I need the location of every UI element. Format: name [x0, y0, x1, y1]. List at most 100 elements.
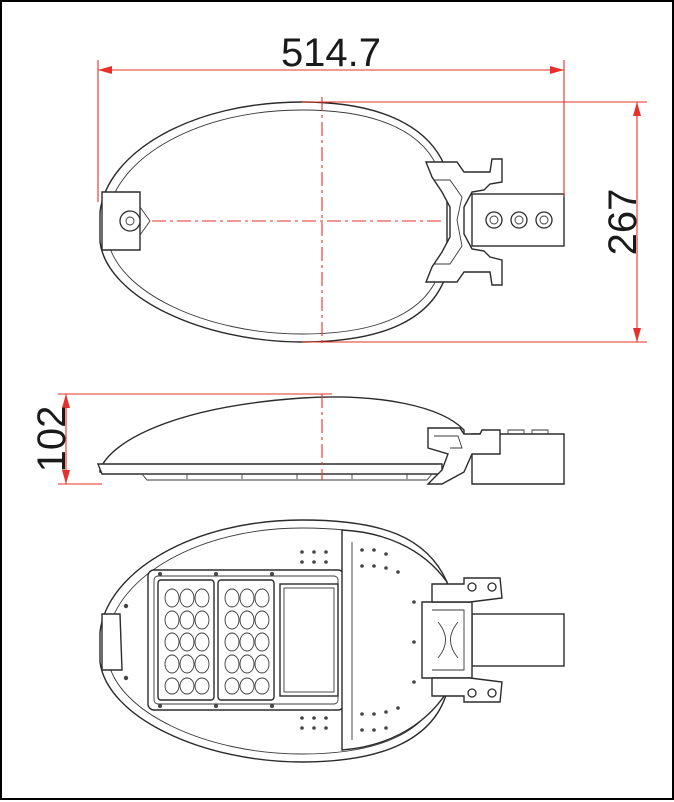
- led-lens: [239, 610, 255, 630]
- led-lens: [164, 588, 180, 608]
- bottom-view-clamp-lug-bottom: [431, 677, 503, 703]
- vent-dot: [312, 716, 316, 720]
- width-value: 267: [601, 189, 645, 256]
- dimension-width: 267: [302, 101, 647, 343]
- led-lens: [194, 588, 210, 608]
- module-screw-dot: [158, 704, 162, 708]
- vent-dot: [312, 726, 316, 730]
- led-lens: [194, 677, 210, 695]
- led-lens: [179, 610, 195, 630]
- top-view-bolt-hole: [535, 211, 553, 229]
- led-lens: [239, 632, 255, 652]
- vent-dot: [300, 560, 304, 564]
- driver-compartment-inner: [283, 587, 335, 693]
- module-screw-dot: [270, 572, 274, 576]
- top-view-bolt-hole: [485, 211, 503, 229]
- top-view-body-outline: [99, 101, 448, 343]
- vent-dot: [300, 726, 304, 730]
- length-value: 514.7: [281, 31, 381, 75]
- led-lens: [254, 654, 270, 674]
- top-view-bolt-hole: [510, 211, 528, 229]
- led-lens: [239, 654, 255, 674]
- dimension-height: 102: [30, 393, 332, 485]
- led-lens: [224, 610, 240, 630]
- bottom-view-front-cap: [101, 613, 123, 671]
- length-arrow-right: [550, 66, 564, 74]
- clamp-lug-hole: [487, 688, 497, 698]
- vent-dot: [312, 550, 316, 554]
- led-lens: [239, 677, 255, 695]
- led-lens: [239, 588, 255, 608]
- height-value: 102: [30, 406, 74, 473]
- top-view-front-screw-inner: [125, 216, 135, 226]
- led-lens: [254, 632, 270, 652]
- led-lens: [179, 677, 195, 695]
- led-lens: [194, 610, 210, 630]
- led-lens: [179, 632, 195, 652]
- dimension-length: 514.7: [97, 31, 565, 202]
- vent-dot: [324, 716, 328, 720]
- module-screw-dot: [214, 572, 218, 576]
- led-lens: [179, 654, 195, 674]
- vent-dot: [384, 726, 388, 730]
- led-lens: [179, 588, 195, 608]
- driver-compartment: [279, 583, 339, 697]
- vent-dot: [396, 570, 400, 574]
- side-view: [96, 394, 565, 485]
- vent-dot: [324, 550, 328, 554]
- led-lens: [164, 654, 180, 674]
- module-screw-dot: [158, 572, 162, 576]
- vent-dot: [372, 712, 376, 716]
- vent-dot: [324, 560, 328, 564]
- vent-dot: [360, 712, 364, 716]
- top-view-cap-edge: [139, 206, 151, 222]
- vent-dot: [300, 550, 304, 554]
- width-arrow-bottom: [633, 328, 641, 342]
- vent-dot: [384, 566, 388, 570]
- vent-dot: [312, 560, 316, 564]
- led-board-right: [217, 579, 275, 701]
- rear-panel-vent-dots: [300, 548, 416, 732]
- top-view-bolt-hole-inner: [489, 215, 499, 225]
- vent-dot: [384, 710, 388, 714]
- led-lens: [164, 677, 180, 695]
- clamp-lug-hole: [487, 582, 497, 592]
- led-lens: [224, 588, 240, 608]
- led-board-left-lenses: [164, 588, 210, 695]
- vent-dot: [372, 564, 376, 568]
- vent-dot: [396, 706, 400, 710]
- led-lens: [194, 632, 210, 652]
- vent-dot: [300, 716, 304, 720]
- led-lens: [224, 632, 240, 652]
- side-view-clamp-detail: [434, 435, 463, 449]
- bottom-view-clamp-saddle: [432, 609, 465, 671]
- led-board-right-lenses: [224, 588, 270, 695]
- vent-dot: [324, 726, 328, 730]
- led-lens: [194, 654, 210, 674]
- vent-dot: [360, 728, 364, 732]
- side-view-lens-strip: [141, 473, 433, 481]
- bottom-view-clamp-lug-top: [431, 577, 503, 603]
- side-view-body-dome: [99, 396, 465, 473]
- module-screw-dot: [270, 704, 274, 708]
- top-view-clamp-detail: [434, 179, 463, 265]
- top-view-front-screw: [119, 210, 141, 232]
- led-lens: [164, 610, 180, 630]
- vent-dot: [372, 728, 376, 732]
- led-lens: [164, 632, 180, 652]
- led-lens: [254, 588, 270, 608]
- led-board-left: [157, 579, 215, 701]
- bottom-view-mounting-arm: [471, 613, 565, 667]
- vent-dot: [360, 564, 364, 568]
- vent-dot: [412, 680, 416, 684]
- vent-dot: [384, 552, 388, 556]
- bottom-view-screw-dot: [123, 675, 129, 681]
- led-lens: [224, 654, 240, 674]
- module-screw-dot: [214, 704, 218, 708]
- clamp-lug-hole: [467, 688, 477, 698]
- length-arrow-left: [98, 66, 112, 74]
- side-view-clamp: [426, 427, 501, 485]
- led-lens: [254, 677, 270, 695]
